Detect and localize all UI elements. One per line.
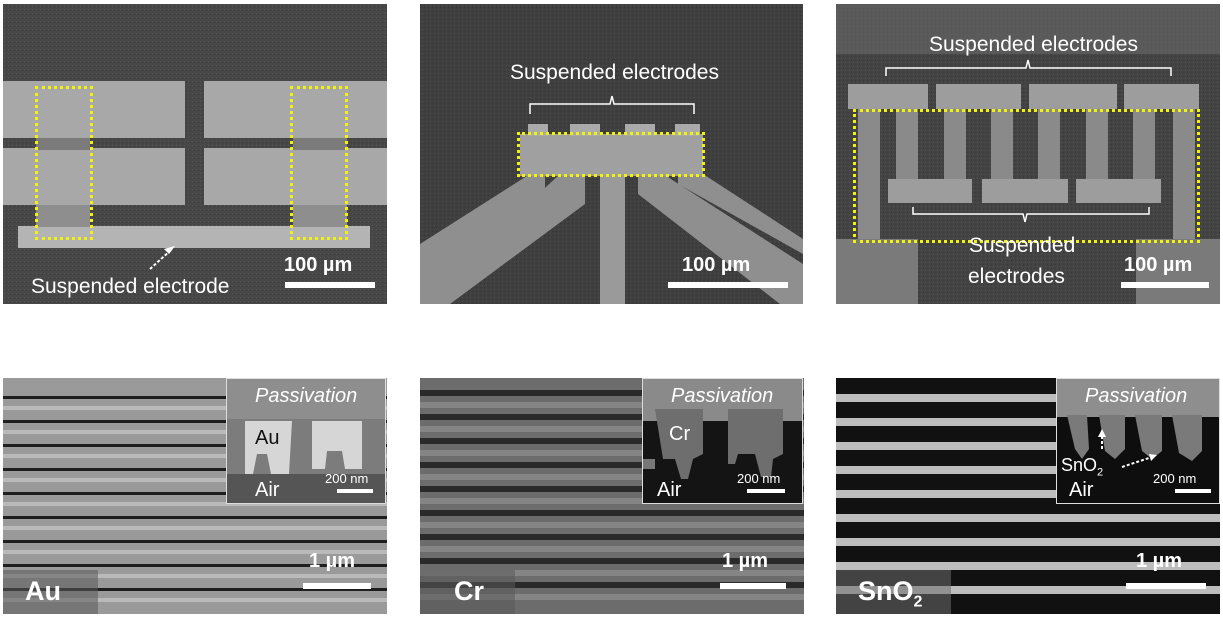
highlight-box-center	[517, 132, 705, 177]
inset-scale-label: 200 nm	[1153, 471, 1197, 486]
inset-air-label: Air	[1069, 479, 1094, 501]
scale-bar	[720, 583, 786, 589]
inset-material-label: SnO2	[1061, 455, 1104, 479]
sem-panel-top-left: Suspended electrode 100 µm	[3, 4, 387, 304]
material-label: Cr	[454, 576, 485, 606]
scale-bar-label: 100 µm	[1124, 254, 1193, 276]
material-label-bg	[3, 570, 98, 614]
sem-panel-sno2: Passivation SnO2 Air 200 nm SnO2 1 µm	[836, 378, 1220, 614]
scale-bar	[1121, 282, 1209, 288]
inset-material-label: Cr	[669, 423, 691, 445]
material-label: Au	[25, 576, 61, 606]
inset-scale-label: 200 nm	[325, 471, 369, 486]
inset-scale-bar	[337, 489, 373, 493]
sem-panel-top-right: Suspended electrodes Suspended electrode…	[836, 4, 1220, 304]
sem-panel-au: Passivation Au Air 200 nm Au 1 µm	[3, 378, 387, 614]
suspended-electrode-caption: Suspended electrode	[31, 275, 230, 298]
suspended-electrodes-top-caption: Suspended electrodes	[929, 33, 1138, 56]
scale-bar-label: 1 µm	[1136, 550, 1182, 572]
suspended-electrodes-device-image	[420, 4, 803, 304]
electrode-array-image	[836, 4, 1220, 304]
scale-bar	[1126, 583, 1206, 589]
scale-bar-label: 100 µm	[284, 254, 353, 276]
inset-scale-label: 200 nm	[737, 471, 781, 486]
highlight-box-array	[853, 109, 1200, 243]
inset-cross-section-au: Passivation Au Air 200 nm	[226, 378, 386, 504]
inset-material-label: Au	[255, 427, 280, 449]
material-label-bg	[836, 570, 951, 614]
inset-air-label: Air	[255, 479, 280, 501]
material-label-bg	[420, 570, 515, 614]
suspended-electrode-structure-image	[3, 4, 387, 304]
highlight-box-right	[290, 86, 348, 240]
au-cross-section-image	[227, 379, 385, 503]
scale-bar-label: 1 µm	[309, 550, 355, 572]
suspended-electrodes-bottom-caption-line1: Suspended	[969, 234, 1076, 257]
inset-cross-section-cr: Passivation Cr Air 200 nm	[642, 378, 803, 504]
sno2-cross-section-image	[1057, 379, 1219, 503]
inset-title: Passivation	[671, 385, 774, 407]
scale-bar	[668, 282, 788, 288]
scale-bar	[285, 282, 375, 288]
inset-scale-bar	[747, 489, 785, 493]
inset-title: Passivation	[255, 385, 358, 407]
scale-bar-label: 1 µm	[722, 550, 768, 572]
scale-bar	[303, 583, 371, 589]
sem-panel-top-middle: Suspended electrodes 100 µm	[420, 4, 803, 304]
inset-air-label: Air	[657, 479, 682, 501]
inset-title: Passivation	[1085, 385, 1188, 407]
scale-bar-label: 100 µm	[682, 254, 751, 276]
material-label: SnO2	[858, 576, 923, 611]
sem-panel-cr: Passivation Cr Air 200 nm Cr 1 µm	[420, 378, 804, 614]
inset-cross-section-sno2: Passivation SnO2 Air 200 nm	[1056, 378, 1220, 504]
inset-scale-bar	[1175, 489, 1211, 493]
suspended-electrodes-bottom-caption-line2: electrodes	[968, 265, 1065, 288]
suspended-electrodes-caption: Suspended electrodes	[510, 61, 719, 84]
cr-cross-section-image	[643, 379, 802, 503]
highlight-box-left	[35, 86, 93, 240]
